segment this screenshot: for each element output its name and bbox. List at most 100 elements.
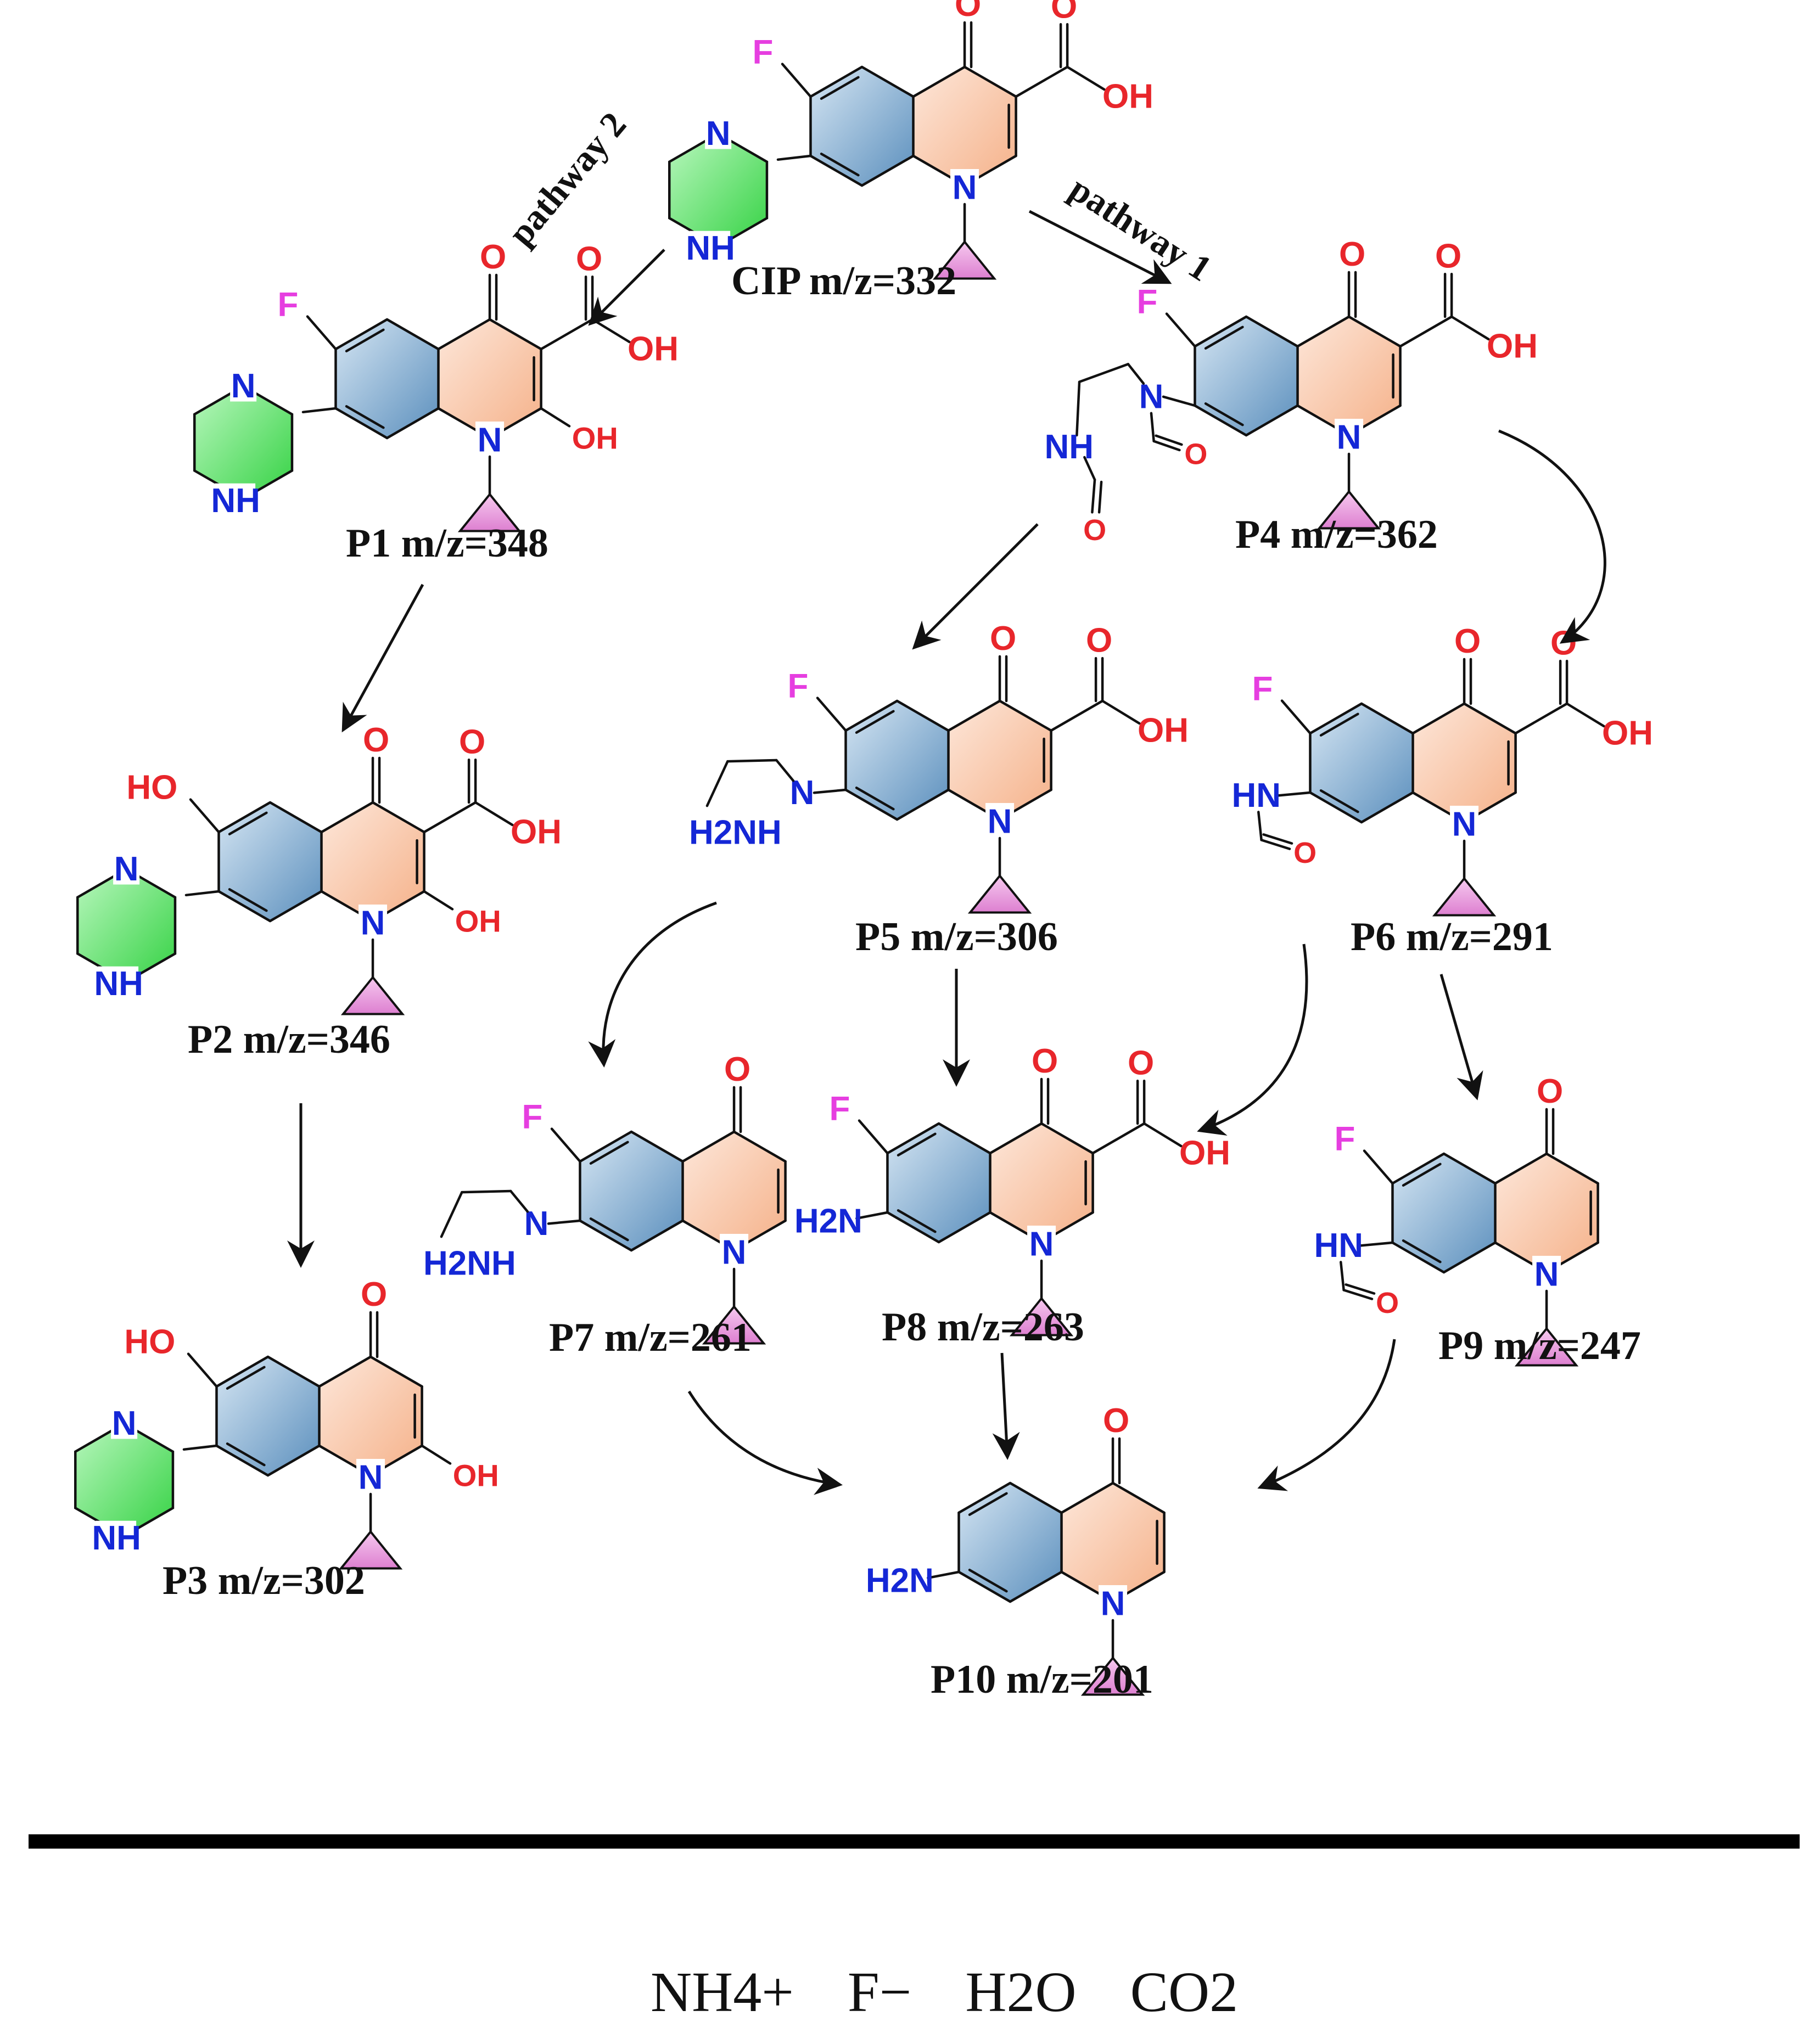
cyclopropyl <box>1080 1656 1145 1696</box>
byproducts: NH4+ F− H2O CO2 <box>651 1959 1278 2025</box>
caption-p4: P4 m/z=362 <box>1235 512 1438 557</box>
arrow-p7-to-p10 <box>687 1390 843 1495</box>
caption-p6: P6 m/z=291 <box>1351 914 1553 959</box>
acid-carbonyl-oxygen: O <box>1550 624 1577 662</box>
caption-p8: P8 m/z=263 <box>882 1305 1084 1350</box>
carbonyl-oxygen: O <box>724 1051 750 1088</box>
carbonyl-oxygen: O <box>1537 1072 1563 1110</box>
pyridone-ring <box>913 67 1016 186</box>
reaction-arrows <box>287 210 1606 1495</box>
acid-hydroxyl: OH <box>511 813 562 851</box>
ring-nitrogen: N <box>478 422 502 459</box>
benzene-ring <box>216 1357 320 1475</box>
formamide-nh: HN <box>1231 777 1281 815</box>
carbonyl-oxygen: O <box>1032 1042 1058 1080</box>
benzene-ring <box>1392 1154 1495 1272</box>
fluorine: F <box>753 33 774 71</box>
carbonyl-oxygen: O <box>990 620 1016 658</box>
cyclopropyl <box>1514 1327 1579 1367</box>
carbonyl-oxygen: O <box>480 238 506 276</box>
ring-nitrogen: N <box>361 905 385 942</box>
carbonyl-oxygen: O <box>1103 1402 1129 1440</box>
byproduct-water: H2O <box>965 1961 1077 2024</box>
piperazine-nitrogen: N <box>706 115 731 153</box>
formyl-oxygen: O <box>1293 836 1317 869</box>
caption-p5: P5 m/z=306 <box>855 914 1058 959</box>
caption-p3: P3 m/z=302 <box>163 1558 365 1603</box>
fluorine: F <box>788 667 809 705</box>
byproduct-ammonium: NH4+ <box>651 1961 794 2024</box>
fluorine: F <box>522 1098 543 1136</box>
amino-group: H2N <box>794 1203 862 1240</box>
cyclopropyl <box>932 240 997 280</box>
arrow-p4-to-p5 <box>912 523 1039 650</box>
amino-group: H2N <box>866 1562 934 1600</box>
arrow-p4-to-p6 <box>1498 429 1606 644</box>
c2-hydroxyl: OH <box>572 421 618 456</box>
arrow-p6-to-p8 <box>1197 944 1308 1136</box>
piperazine-nitrogen: N <box>231 367 256 405</box>
fluorine: F <box>278 286 299 324</box>
carbonyl-oxygen: O <box>361 1276 387 1313</box>
fluorine: F <box>1335 1120 1355 1158</box>
arrow-cip-to-p1 <box>588 249 665 326</box>
cyclopropyl <box>338 1530 403 1570</box>
caption-p7: P7 m/z=261 <box>549 1315 752 1360</box>
formyl-oxygen-1: O <box>1184 438 1207 471</box>
fluorine: F <box>1252 670 1273 708</box>
piperazine-nh: NH <box>94 965 143 1003</box>
c6-hydroxyl: HO <box>126 769 177 807</box>
arrow-p9-to-p10 <box>1257 1339 1396 1491</box>
ring-nitrogen: N <box>988 803 1012 841</box>
benzene-ring <box>810 67 914 186</box>
formyl-oxygen: O <box>1376 1287 1399 1319</box>
benzene-ring <box>845 701 949 819</box>
fluorine: F <box>1137 283 1158 321</box>
c2-hydroxyl: OH <box>455 904 501 939</box>
cyclopropyl <box>457 492 522 532</box>
pyridone-ring <box>1061 1483 1164 1602</box>
formyl-oxygen-2: O <box>1083 514 1106 547</box>
pyridone-ring <box>438 319 541 438</box>
piperazine-nh: NH <box>211 482 260 520</box>
caption-cip: CIP m/z=332 <box>731 259 957 304</box>
benzene-ring <box>1195 317 1298 435</box>
pyridone-ring <box>990 1124 1093 1242</box>
arrow-p8-to-p10 <box>992 1352 1020 1460</box>
piperazine-nh: NH <box>686 229 735 267</box>
benzene-ring <box>959 1483 1062 1602</box>
ring-nitrogen: N <box>1452 806 1477 844</box>
pyridone-ring <box>1413 704 1516 822</box>
caption-p2: P2 m/z=346 <box>188 1017 390 1062</box>
caption-p10: P10 m/z=201 <box>931 1657 1153 1702</box>
pyridone-ring <box>321 802 424 921</box>
benzene-ring <box>887 1124 990 1242</box>
ring-nitrogen: N <box>1534 1256 1559 1294</box>
acid-carbonyl-oxygen: O <box>459 723 485 761</box>
pyridone-ring <box>682 1132 786 1250</box>
ring-nitrogen: N <box>1337 419 1362 457</box>
c6-hydroxyl: HO <box>124 1323 175 1361</box>
acid-hydroxyl: OH <box>1102 78 1153 116</box>
acid-carbonyl-oxygen: O <box>576 240 602 278</box>
ring-nitrogen: N <box>1029 1226 1054 1264</box>
acid-hydroxyl: OH <box>1179 1135 1230 1172</box>
amine-terminal: H2NH <box>689 813 782 851</box>
byproduct-carbon-dioxide: CO2 <box>1130 1961 1239 2024</box>
piperazine-nitrogen: N <box>114 850 139 888</box>
cyclopropyl <box>702 1305 766 1345</box>
benzene-ring <box>219 802 322 921</box>
benzene-ring <box>580 1132 683 1250</box>
ring-nitrogen: N <box>953 169 977 207</box>
cyclopropyl <box>967 874 1032 914</box>
cyclopropyl <box>1317 490 1381 530</box>
